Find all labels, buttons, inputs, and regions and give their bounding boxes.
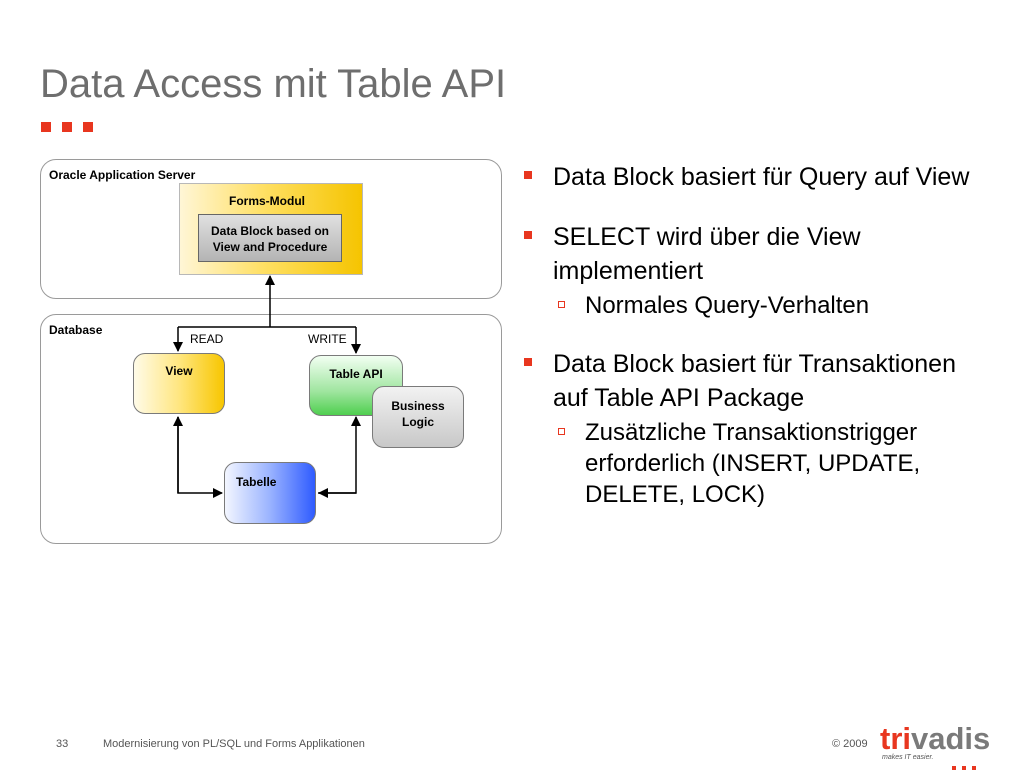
trivadis-logo: trivadis makes IT easier. — [880, 721, 991, 770]
read-label: READ — [190, 332, 224, 346]
view-node: View — [133, 353, 225, 414]
logo-dots — [952, 766, 976, 770]
tabelle-label: Tabelle — [236, 475, 277, 489]
presentation-title: Modernisierung von PL/SQL und Forms Appl… — [103, 738, 365, 750]
data-block-line2: View and Procedure — [212, 240, 328, 254]
database-label: Database — [49, 323, 103, 337]
logo-text-accent: tri — [880, 721, 911, 756]
page-number: 33 — [56, 738, 69, 750]
slide-title: Data Access mit Table API — [40, 62, 507, 106]
business-logic-line1: Business — [391, 399, 445, 413]
sub-bullet-item: Normales Query-Verhalten — [522, 290, 992, 321]
logo-tagline: makes IT easier. — [882, 754, 934, 761]
tabelle-node: Tabelle — [224, 462, 316, 524]
app-server-label: Oracle Application Server — [49, 168, 196, 182]
business-logic-node: Business Logic — [372, 386, 464, 448]
connector-view-tabelle — [177, 417, 223, 498]
data-block-line1: Data Block based on — [210, 224, 330, 238]
sub-bullet-item: Zusätzliche Transaktionstrigger erforder… — [522, 417, 992, 510]
bullet-item: Data Block basiert für Query auf View — [522, 160, 992, 194]
logo-text-rest: vadis — [911, 721, 991, 756]
data-block-box: Data Block based on View and Procedure — [198, 214, 342, 262]
view-label: View — [165, 364, 193, 378]
connector-tabelle-tableapi — [318, 416, 361, 494]
write-label: WRITE — [308, 332, 347, 346]
bullet-list: Data Block basiert für Query auf View SE… — [522, 160, 992, 536]
bullet-item: SELECT wird über die View implementiert — [522, 220, 992, 288]
table-api-label: Table API — [329, 367, 383, 381]
forms-modul-label: Forms-Modul — [229, 194, 305, 208]
business-logic-line2: Logic — [402, 415, 434, 429]
logo-wordmark: trivadis — [880, 721, 991, 756]
copyright: © 2009 — [832, 738, 868, 750]
title-accent-dots — [41, 122, 93, 132]
bullet-item: Data Block basiert für Transaktionen auf… — [522, 347, 992, 415]
